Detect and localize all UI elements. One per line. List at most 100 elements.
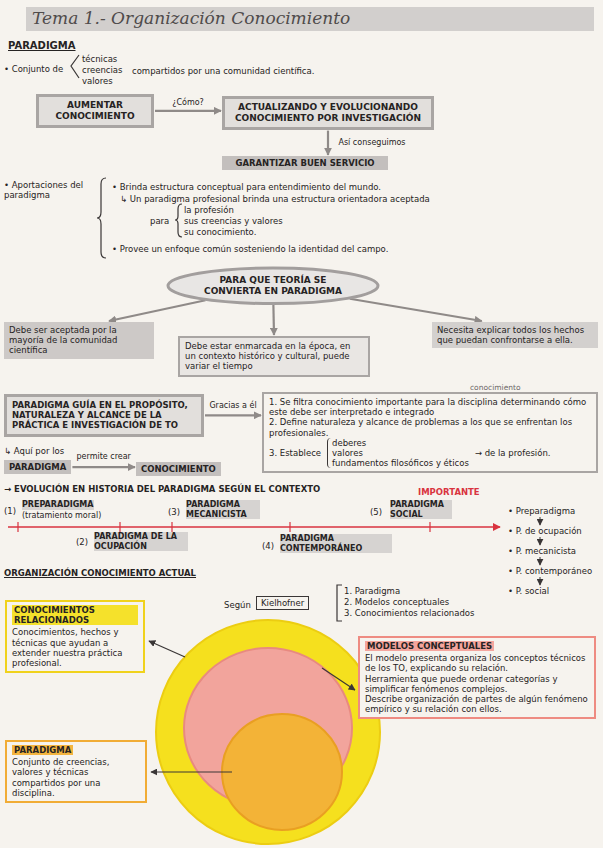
box-text: GARANTIZAR BUEN SERVICIO [226,158,384,168]
box-heading: CONOCIMIENTOS RELACIONADOS [12,605,138,625]
leader-arrow [149,641,185,657]
timeline-note: (tratamiento moral) [22,511,101,521]
timeline-label: PARADIGMA SOCIAL [390,500,452,519]
brace-list: deberesvaloresfundamentos filosóficos y … [327,438,469,469]
arrow-connector [155,110,221,112]
down-arrow [540,517,541,525]
bullet-text: • Provee un enfoque común sosteniendo la… [112,244,388,254]
oval-shape [168,268,378,304]
highlight-box: Necesita explicar todos los hechos que p… [432,322,598,348]
callout-number: (1) [4,506,16,516]
box-text: Necesita explicar todos los hechos que p… [437,325,593,345]
box-text: AUMENTAR CONOCIMIENTO [44,100,146,122]
callout-number: (2) [76,537,88,547]
leader-arrow [151,771,232,772]
process-box: AUMENTAR CONOCIMIENTO [36,94,154,128]
box-text: Conocimientos, hechos y técnicas que ayu… [12,627,138,668]
list-item: • P. social [508,586,549,596]
page-title: Tema 1.- Organización Conocimiento [26,7,594,31]
box-heading: MODELOS CONCEPTUALES [365,641,494,651]
down-arrow [540,577,541,585]
box-text: 2. Define naturaleza y alcance de proble… [269,417,591,437]
list-item: • Preparadigma [508,506,575,516]
bullet-text: • Conjunto de [4,64,63,74]
list-item: creencias [82,65,123,75]
definition-box: PARADIGMA Conjunto de creencias, valores … [5,740,147,803]
oval-node: PARA QUE TEORÍA SE CONVIERTA EN PARADIGM… [166,266,380,306]
definition-box: MODELOS CONCEPTUALES El modelo presenta o… [358,636,596,719]
box-text: ACTUALIZANDO Y EVOLUCIONANDO CONOCIMIENT… [230,102,426,124]
box-text: fundamentos filosóficos y éticos [332,458,469,468]
box-text: Herramienta que puede ordenar categorías… [365,674,589,694]
edge-label: Gracias a él [207,402,258,411]
list-item: sus creencias y valores [184,216,283,226]
note-text: compartidos por una comunidad científica… [132,66,314,76]
process-box: ACTUALIZANDO Y EVOLUCIONANDO CONOCIMIENT… [222,96,434,130]
highlight-box: GARANTIZAR BUEN SERVICIO [222,156,388,170]
box-text: PARADIGMA GUÍA EN EL PROPÓSITO, NATURALE… [12,400,196,431]
arrow-connector [109,300,205,321]
process-box: PARADIGMA GUÍA EN EL PROPÓSITO, NATURALE… [4,394,204,437]
timeline-tick [429,522,430,532]
arrow-connector [350,299,482,321]
timeline-tick [119,522,120,532]
list-item: 1. Paradigma [344,586,400,596]
section-heading: ORGANIZACIÓN CONOCIMIENTO ACTUAL [4,568,196,578]
list-item: técnicas [82,54,117,64]
list-item: 2. Modelos conceptuales [344,597,449,607]
timeline-tick [289,522,290,532]
box-text: CONOCIMIENTO [141,464,216,474]
box-text: Kielhofner [261,598,304,608]
list-item: 3. Conocimientos relacionados [344,608,474,618]
emphasis-note: IMPORTANTE [418,487,480,497]
timeline-tick [171,522,172,532]
highlight-box: CONOCIMIENTO [136,462,221,476]
timeline-axis [8,526,500,528]
box-text: Describe organización de partes de algún… [365,694,589,714]
definition-box: CONOCIMIENTOS RELACIONADOSConocimientos,… [5,600,145,673]
section-heading: PARADIGMA [8,40,76,52]
list-item: valores [82,76,113,86]
text-row: 3. Establece deberesvaloresfundamentos fi… [269,438,591,469]
timeline-label: PARADIGMA CONTEMPORÁNEO [280,534,392,553]
callout-number: (3) [168,507,180,517]
section-heading: → EVOLUCIÓN EN HISTORIA DEL PARADIGMA SE… [4,484,320,494]
bullet-text: • Aportaciones del paradigma [4,180,94,200]
list-item: • P. mecanicista [508,546,576,556]
timeline-label: PARADIGMA DE LA OCUPACIÓN [94,532,188,551]
bracket [337,585,342,621]
down-arrow [540,537,541,545]
box-text: PARA QUE TEORÍA SE CONVIERTA EN PARADIGM… [192,275,354,297]
list-box: 1. Se filtra conocimiento importante par… [262,392,598,473]
box-text: Debe estar enmarcada en la época, en un … [185,341,363,372]
arrow-connector [205,414,261,416]
list-item: su conocimiento. [184,227,256,237]
list-item: • P. de ocupación [508,526,582,536]
box-text: PARADIGMA [9,462,66,472]
box-text: → de la profesión. [475,448,551,458]
edge-label: ¿Cómo? [170,98,206,107]
highlight-box: Debe ser aceptada por la mayoría de la c… [4,322,154,359]
note-text: ↳ Aquí por los [4,446,64,456]
box-text: Conjunto de creencias, valores y técnica… [12,757,140,798]
pencil-note: conocimiento [470,383,521,392]
box-text: deberes [332,438,469,448]
highlight-box: PARADIGMA [4,460,71,474]
box-text: El modelo presenta organiza los concepto… [365,653,589,673]
timeline-label: PREPARADIGMA [22,500,94,510]
box-text: 1. Se filtra conocimiento importante par… [269,397,591,417]
arrow-connector [272,305,275,335]
callout-number: (4) [262,541,274,551]
bullet-text: • Brinda estructura conceptual para ente… [112,182,381,192]
box-text: 3. Establece [269,448,321,458]
inner-circle [222,714,342,830]
box-text: Debe ser aceptada por la mayoría de la c… [9,325,149,356]
note-text: ↳ Un paradigma profesional brinda una es… [120,194,430,204]
outer-circle [156,620,380,844]
arrow-connector [72,466,135,468]
callout-number: (5) [370,507,382,517]
leader-arrow [322,668,355,690]
timeline-label: PARADIGMA MECANICISTA [186,500,260,519]
list-item: • P. contemporáneo [508,566,592,576]
box-heading: PARADIGMA [12,745,73,755]
